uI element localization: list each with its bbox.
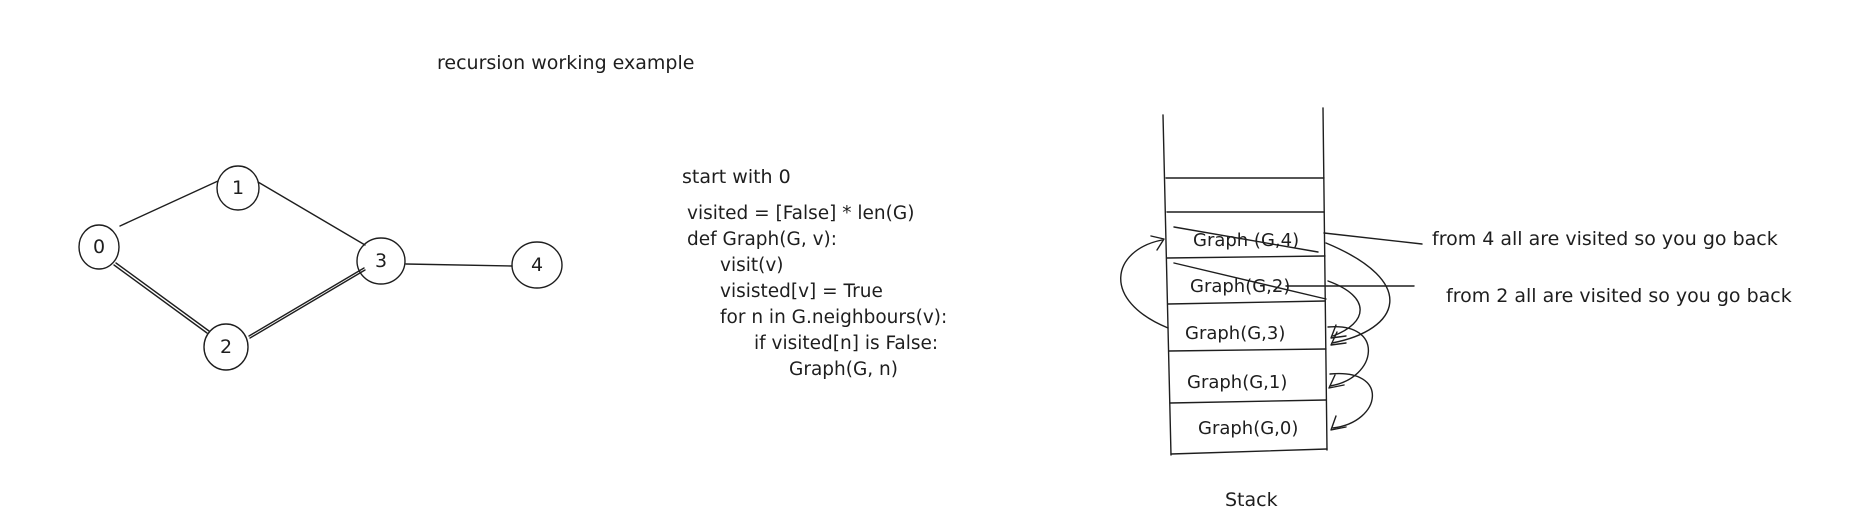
annotation-note: from 2 all are visited so you go back [1446,285,1792,307]
code-line: visit(v) [720,255,784,276]
edge-0-2-b [115,262,210,332]
edge-0-1 [119,180,219,227]
code-line: visisted[v] = True [720,281,883,302]
return-arrow-4-to-3 [1325,242,1391,344]
return-arrow-0-to-1-head [1330,415,1347,431]
graph-node-label: 0 [92,236,106,258]
graph-node-1 [216,165,260,211]
stack-frame: Graph(G,3) [1185,323,1286,344]
code-line: for n in G.neighbours(v): [720,307,948,328]
code-line: if visited[n] is False: [754,333,939,354]
edge-2-3-b [248,267,365,337]
return-arrow-0-to-1 [1329,372,1373,429]
strike-frame-4 [1173,226,1319,253]
call-arrow-3-to-4 [1120,239,1169,329]
diagram-title: recursion working example [437,52,695,74]
strike-frame-2 [1173,262,1327,300]
code-line: def Graph(G, v): [687,229,837,250]
graph-node-label: 4 [530,254,544,276]
graph-node-0 [78,224,120,270]
return-arrow-1-to-3 [1327,326,1369,387]
return-arrow-2-to-3 [1327,280,1361,337]
code-line: Graph(G, n) [789,359,899,380]
graph-node-3 [356,237,406,285]
stack-divider [1168,348,1327,352]
stack-divider [1167,300,1326,305]
stack-divider [1169,399,1327,404]
edge-0-2 [113,264,208,334]
stack-frame: Graph (G,4) [1193,230,1300,251]
graph-node-label: 2 [219,336,233,358]
graph-node-label: 3 [374,250,388,272]
code-start-text: start with 0 [682,166,791,188]
return-arrow-4-to-3-head [1330,331,1347,346]
note-pointer-4 [1323,232,1423,245]
graph-node-2 [203,323,249,371]
stack-divider [1166,255,1326,259]
graph-node-label: 1 [231,177,245,199]
stack-left-wall [1162,114,1172,456]
edge-3-4 [405,263,513,267]
stack-bottom [1170,448,1328,455]
stack-label: Stack [1225,489,1278,511]
edge-1-3 [257,181,366,246]
stack-frame: Graph(G,0) [1198,418,1299,439]
annotation-note: from 4 all are visited so you go back [1432,228,1778,250]
stack-frame: Graph(G,2) [1190,276,1291,297]
edge-2-3 [249,269,366,339]
return-arrow-2-to-3-head [1330,324,1347,339]
code-line: visited = [False] * len(G) [687,203,915,224]
stack-frame: Graph(G,1) [1187,372,1288,393]
call-arrow-3-to-4-head [1150,235,1165,251]
graph-node-4 [511,241,563,289]
stack-right-wall [1322,107,1328,451]
return-arrow-1-to-3-head [1328,374,1345,389]
